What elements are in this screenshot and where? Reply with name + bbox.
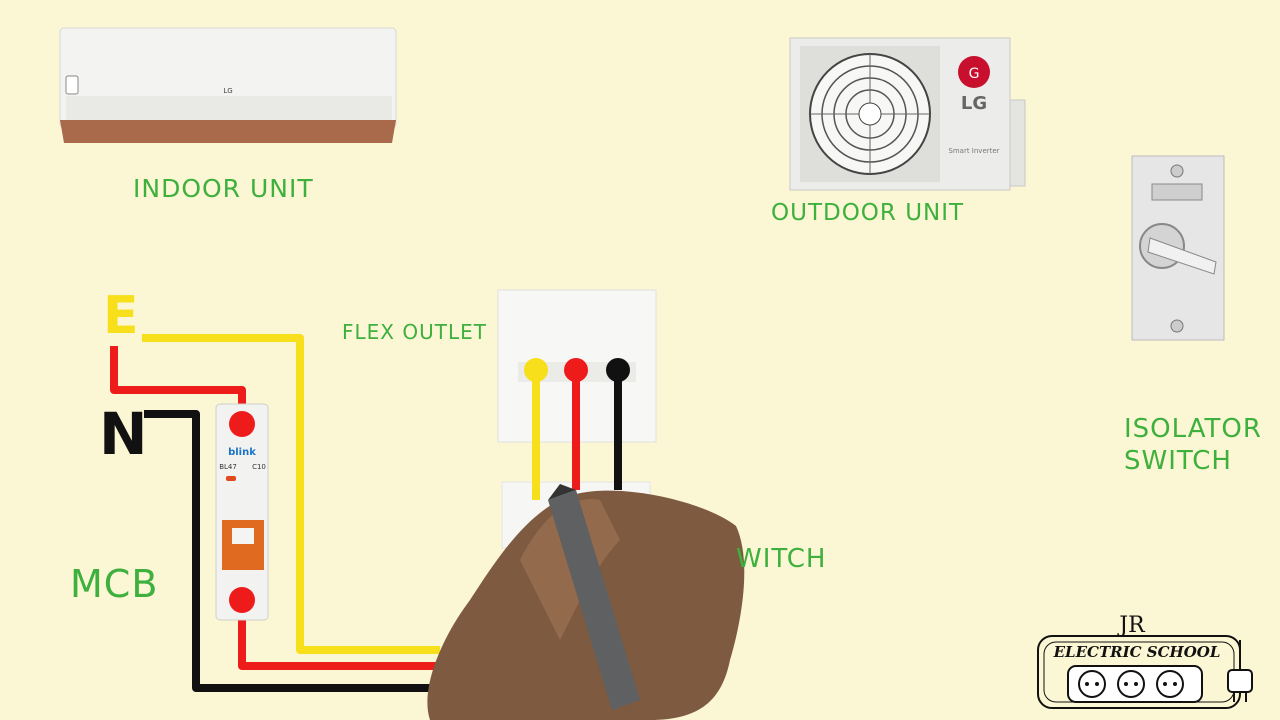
outdoor-logo-mark: G bbox=[969, 66, 980, 82]
socket-icon bbox=[1078, 670, 1184, 698]
mcb-label: MCB bbox=[70, 562, 159, 606]
neutral-terminal bbox=[606, 358, 630, 382]
mcb-model: BL47 bbox=[219, 463, 237, 471]
mcb-bottom-terminal bbox=[229, 587, 255, 613]
flex-outlet-label: FLEX OUTLET bbox=[342, 320, 487, 344]
mcb-rating: C10 bbox=[252, 463, 266, 471]
outlet-wires bbox=[524, 358, 630, 500]
isolator-label-line1: ISOLATOR bbox=[1124, 414, 1262, 444]
logo-monogram: JR bbox=[1117, 613, 1146, 638]
outdoor-unit-label: OUTDOOR UNIT bbox=[771, 200, 965, 226]
mcb-top-terminal bbox=[229, 411, 255, 437]
outdoor-brand: LG bbox=[961, 93, 987, 114]
earth-terminal bbox=[524, 358, 548, 382]
mcb-brand: blink bbox=[228, 447, 256, 458]
earth-letter: E bbox=[103, 286, 139, 346]
isolator-label-line2: SWITCH bbox=[1124, 446, 1232, 476]
earth-wire bbox=[142, 334, 440, 654]
plug-icon bbox=[1227, 640, 1253, 702]
outdoor-unit: G LG Smart Inverter bbox=[789, 37, 1026, 191]
isolator-switch bbox=[1131, 155, 1225, 341]
neutral-wire bbox=[144, 410, 440, 692]
supply-wires bbox=[110, 334, 440, 692]
indoor-unit-label: INDOOR UNIT bbox=[133, 174, 314, 203]
neutral-letter: N bbox=[99, 400, 148, 468]
electric-school-logo: JR ELECTRIC SCHOOL bbox=[1037, 613, 1253, 709]
hand-with-marker bbox=[427, 484, 745, 720]
switch-label-partial: WITCH bbox=[736, 544, 827, 574]
outdoor-tag: Smart Inverter bbox=[948, 147, 999, 155]
live-terminal bbox=[564, 358, 588, 382]
mcb-breaker: blink BL47 C10 bbox=[215, 403, 269, 621]
live-wire-out bbox=[238, 602, 440, 670]
indoor-unit: LG bbox=[59, 27, 397, 143]
indoor-brand: LG bbox=[223, 87, 232, 95]
logo-text: ELECTRIC SCHOOL bbox=[1053, 643, 1221, 661]
